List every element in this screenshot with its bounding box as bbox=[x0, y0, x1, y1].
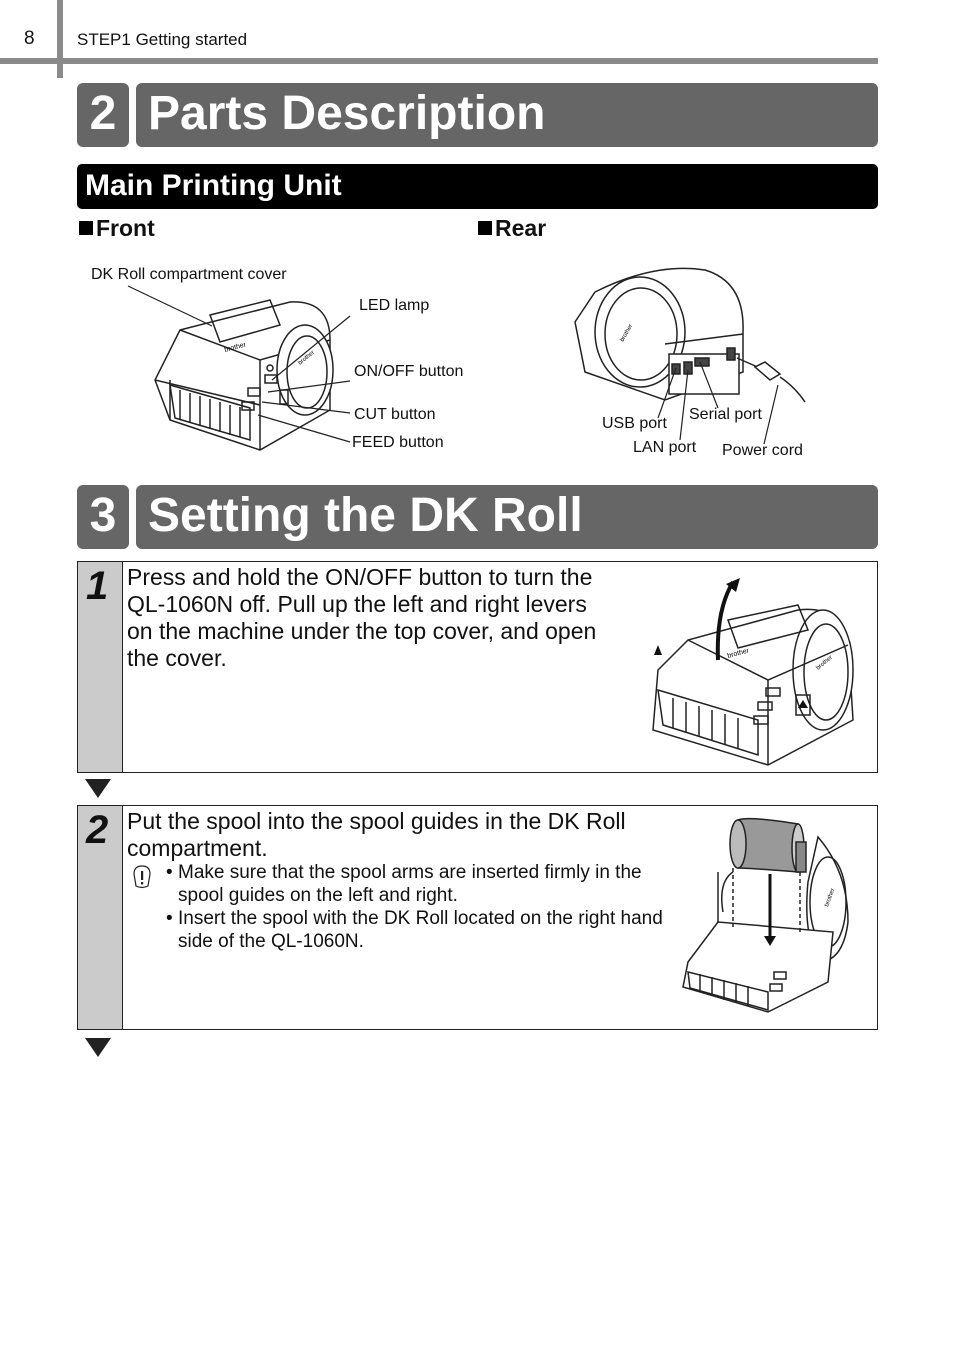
arrow-down-icon bbox=[85, 1038, 111, 1057]
rear-heading: Rear bbox=[478, 215, 546, 242]
label-lan-port: LAN port bbox=[633, 439, 697, 456]
label-usb-port: USB port bbox=[602, 415, 667, 432]
label-cut-button: CUT button bbox=[354, 406, 436, 423]
step-1-text: Press and hold the ON/OFF button to turn… bbox=[127, 564, 597, 671]
bullet-icon: • bbox=[166, 908, 173, 929]
step-1-box: 1 Press and hold the ON/OFF button to tu… bbox=[77, 561, 878, 773]
label-power-cord: Power cord bbox=[722, 442, 803, 459]
header-horizontal-rule bbox=[0, 58, 878, 64]
section-number-2: 2 bbox=[77, 83, 129, 147]
square-bullet-icon bbox=[79, 221, 93, 235]
label-led-lamp: LED lamp bbox=[359, 297, 430, 314]
step-2-notes: •Make sure that the spool arms are inser… bbox=[166, 861, 678, 953]
label-onoff-button: ON/OFF button bbox=[354, 363, 464, 380]
step-2-box: 2 Put the spool into the spool guides in… bbox=[77, 805, 878, 1030]
step-number: 2 bbox=[86, 808, 109, 852]
page-number: 8 bbox=[24, 28, 35, 49]
label-serial-port: Serial port bbox=[689, 406, 762, 423]
section-title-setting-dk-roll: Setting the DK Roll bbox=[136, 485, 878, 549]
step-number: 1 bbox=[86, 564, 109, 608]
section-number-3: 3 bbox=[77, 485, 129, 549]
bullet-icon: • bbox=[166, 862, 173, 883]
spool-insertion-illustration: brother bbox=[682, 817, 849, 1013]
step-number-column: 2 bbox=[78, 806, 123, 1029]
label-dk-roll-compartment-cover: DK Roll compartment cover bbox=[91, 266, 287, 283]
note-item: •Insert the spool with the DK Roll locat… bbox=[166, 908, 663, 952]
printer-open-cover-illustration: brother brother bbox=[652, 578, 854, 766]
square-bullet-icon bbox=[478, 221, 492, 235]
caution-icon bbox=[133, 865, 151, 889]
label-feed-button: FEED button bbox=[352, 434, 444, 451]
printer-rear-illustration: brother bbox=[574, 267, 806, 403]
header-vertical-rule bbox=[57, 0, 63, 78]
front-heading: Front bbox=[79, 215, 155, 242]
step-2-text: Put the spool into the spool guides in t… bbox=[127, 808, 626, 861]
note-item: •Make sure that the spool arms are inser… bbox=[166, 862, 642, 906]
section-title-parts-description: Parts Description bbox=[136, 83, 878, 147]
subsection-title-main-printing-unit: Main Printing Unit bbox=[77, 164, 878, 209]
chapter-label: STEP1 Getting started bbox=[77, 30, 248, 49]
step-number-column: 1 bbox=[78, 562, 123, 772]
printer-front-illustration: brother brother bbox=[154, 299, 334, 451]
arrow-down-icon bbox=[85, 779, 111, 798]
